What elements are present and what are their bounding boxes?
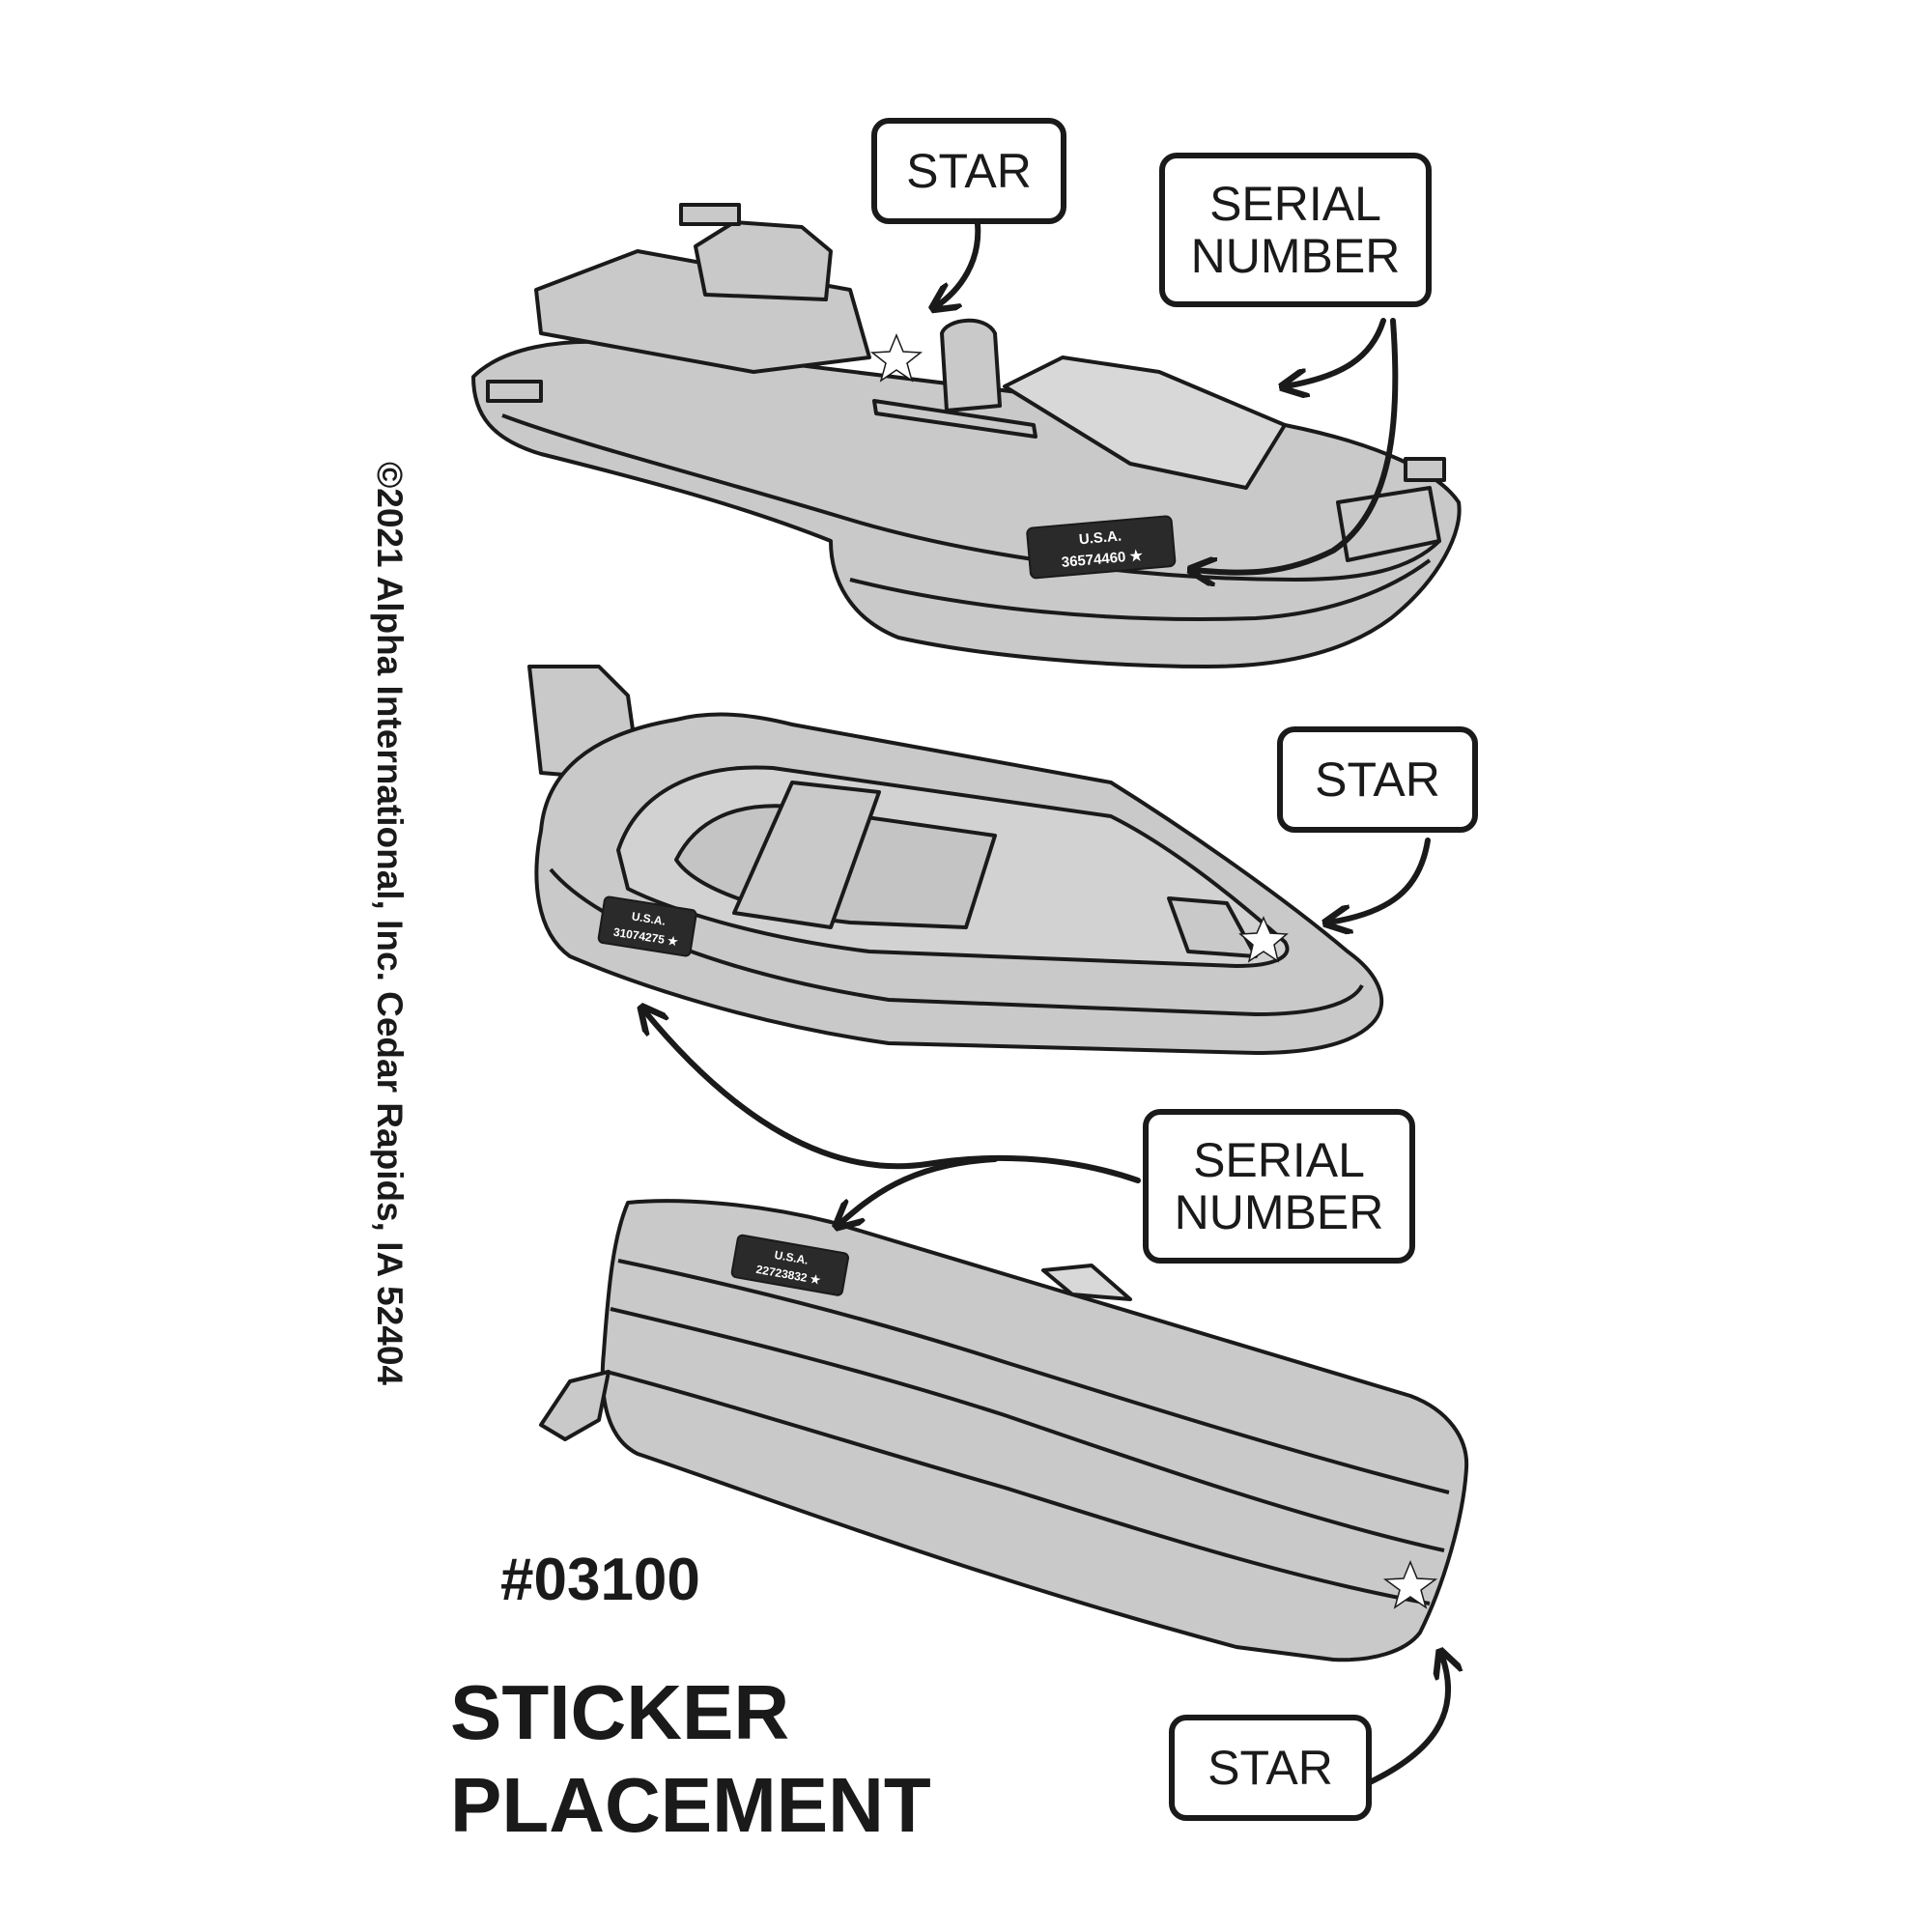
arrow-lower-serial-down: [838, 1156, 998, 1225]
callout-bottom-star: STAR: [1169, 1715, 1372, 1821]
callout-label-line1: SERIAL: [1209, 177, 1381, 231]
copyright-notice: ©2021 Alpha International, Inc. Cedar Ra…: [370, 462, 410, 1386]
callout-top-serial: SERIAL NUMBER: [1159, 153, 1432, 307]
page-title-line1: STICKER: [450, 1669, 790, 1755]
callout-label: STAR: [1315, 753, 1440, 807]
motor-boat-bench: [732, 781, 881, 929]
sticker-country: U.S.A.: [1078, 528, 1122, 549]
hull-motor-mount: [539, 1370, 611, 1441]
callout-label-line2: NUMBER: [1174, 1185, 1384, 1239]
gun-boat-side-step: [872, 399, 1037, 439]
sticker-country: U.S.A.: [774, 1248, 810, 1267]
gun-boat-seat: [940, 318, 1002, 412]
serial-sticker-boat3: U.S.A. 22723832 ★: [730, 1234, 849, 1296]
gun-boat-cleat: [486, 380, 543, 403]
serial-sticker-boat1: U.S.A. 36574460 ★: [1026, 515, 1177, 580]
gun-boat-turret: [694, 220, 833, 301]
arrow-lower-serial-left: [643, 1009, 1141, 1183]
page-title-line2: PLACEMENT: [450, 1762, 931, 1848]
hull-strake: [610, 1307, 1445, 1552]
callout-label: STAR: [906, 144, 1032, 198]
callout-lower-serial: SERIAL NUMBER: [1143, 1109, 1415, 1264]
star-decal-boat2: [1238, 916, 1289, 963]
hull-strake: [617, 1259, 1450, 1494]
star-decal-boat3: [1382, 1560, 1438, 1609]
arrow-top-serial-upper: [1285, 318, 1386, 386]
callout-label-line2: NUMBER: [1190, 229, 1401, 283]
arrow-middle-star: [1328, 838, 1431, 923]
gun-boat-rail: [501, 413, 1441, 582]
arrow-top-serial-lower: [1193, 318, 1399, 573]
hull-strake: [606, 1370, 1431, 1605]
page-title: STICKER PLACEMENT: [450, 1666, 931, 1852]
callout-label-line1: SERIAL: [1193, 1133, 1365, 1187]
arrow-top-star: [935, 221, 981, 307]
gun-boat-keel: [849, 558, 1432, 621]
gun-boat-gun-barrel: [679, 203, 741, 226]
callout-label: STAR: [1208, 1741, 1333, 1795]
motor-boat-illustration: [527, 665, 1384, 1055]
sticker-country: U.S.A.: [631, 909, 667, 927]
gun-boat-windshield: [1003, 355, 1287, 490]
overturned-hull-illustration: [539, 1199, 1469, 1662]
serial-sticker-boat2: U.S.A. 31074275 ★: [597, 895, 697, 957]
callout-middle-star: STAR: [1277, 726, 1478, 833]
callout-top-star: STAR: [871, 118, 1066, 224]
hull-gunwale: [1041, 1264, 1132, 1301]
arrow-bottom-star: [1367, 1654, 1448, 1785]
gun-boat-cleat: [1404, 457, 1446, 482]
part-number: #03100: [500, 1547, 700, 1613]
star-decal-boat1: [869, 333, 923, 383]
